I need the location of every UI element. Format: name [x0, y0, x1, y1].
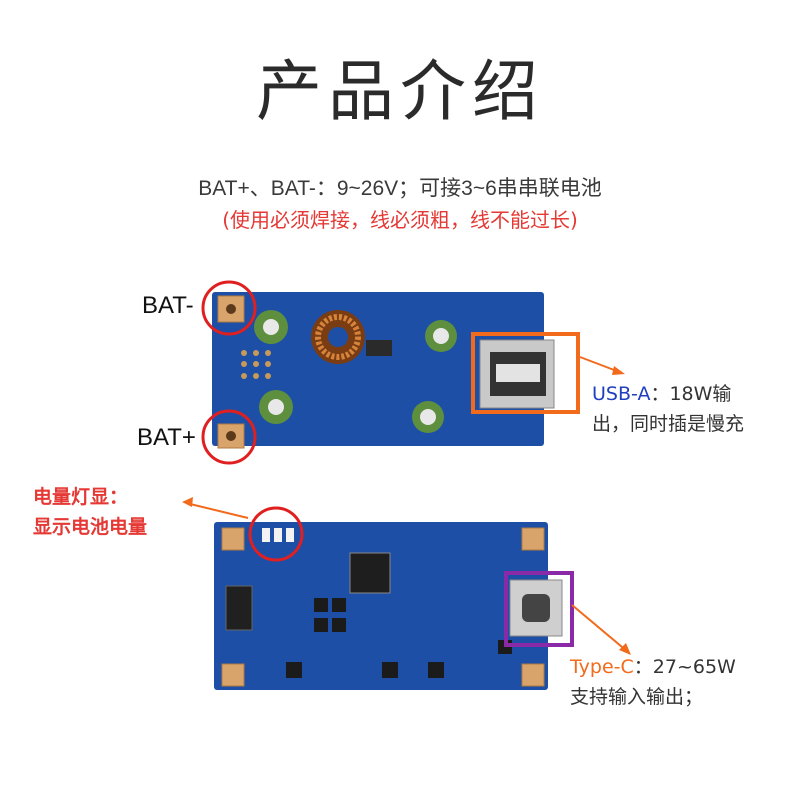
- usb-a-name: USB-A: [592, 383, 651, 405]
- battery-spec-text: BAT+、BAT-：9~26V；可接3~6串串联电池: [198, 177, 602, 200]
- usb-a-highlight-box: [471, 332, 580, 414]
- led-callout-1: 电量灯显：: [33, 486, 129, 508]
- led-callout-2: 显示电池电量: [33, 516, 148, 538]
- type-c-callout: Type-C：27~65W 支持输入输出；: [570, 652, 790, 712]
- bat-minus-label: BAT-: [142, 292, 194, 319]
- led-indicators: [262, 528, 294, 542]
- pcb-board-bottom: [214, 522, 548, 690]
- pad-bottom-2: [221, 663, 245, 687]
- capacitor-icon: [254, 310, 457, 433]
- usb-a-desc-2: 出，同时插是慢充: [592, 413, 745, 435]
- usb-a-desc-1: ：18W输: [650, 383, 732, 405]
- type-c-desc-1: ：27~65W: [633, 656, 736, 678]
- type-c-name: Type-C: [570, 656, 634, 678]
- usb-a-callout: USB-A：18W输 出，同时插是慢充: [592, 379, 792, 439]
- bat-minus-circle: [201, 280, 257, 336]
- page-title: 产品介绍: [256, 53, 544, 130]
- bat-plus-label: BAT+: [137, 424, 196, 451]
- type-c-desc-2: 支持输入输出；: [570, 686, 704, 708]
- warning-text: (使用必须焊接，线必须粗，线不能过长): [222, 208, 578, 232]
- pad-bottom-1: [221, 527, 245, 551]
- usb-a-port: [479, 339, 555, 409]
- bat-plus-circle: [201, 409, 257, 465]
- ic-chip: [349, 552, 391, 594]
- inductor-coil-icon: [311, 310, 392, 364]
- type-c-highlight-box: [504, 571, 574, 647]
- led-highlight-circle: [248, 506, 304, 562]
